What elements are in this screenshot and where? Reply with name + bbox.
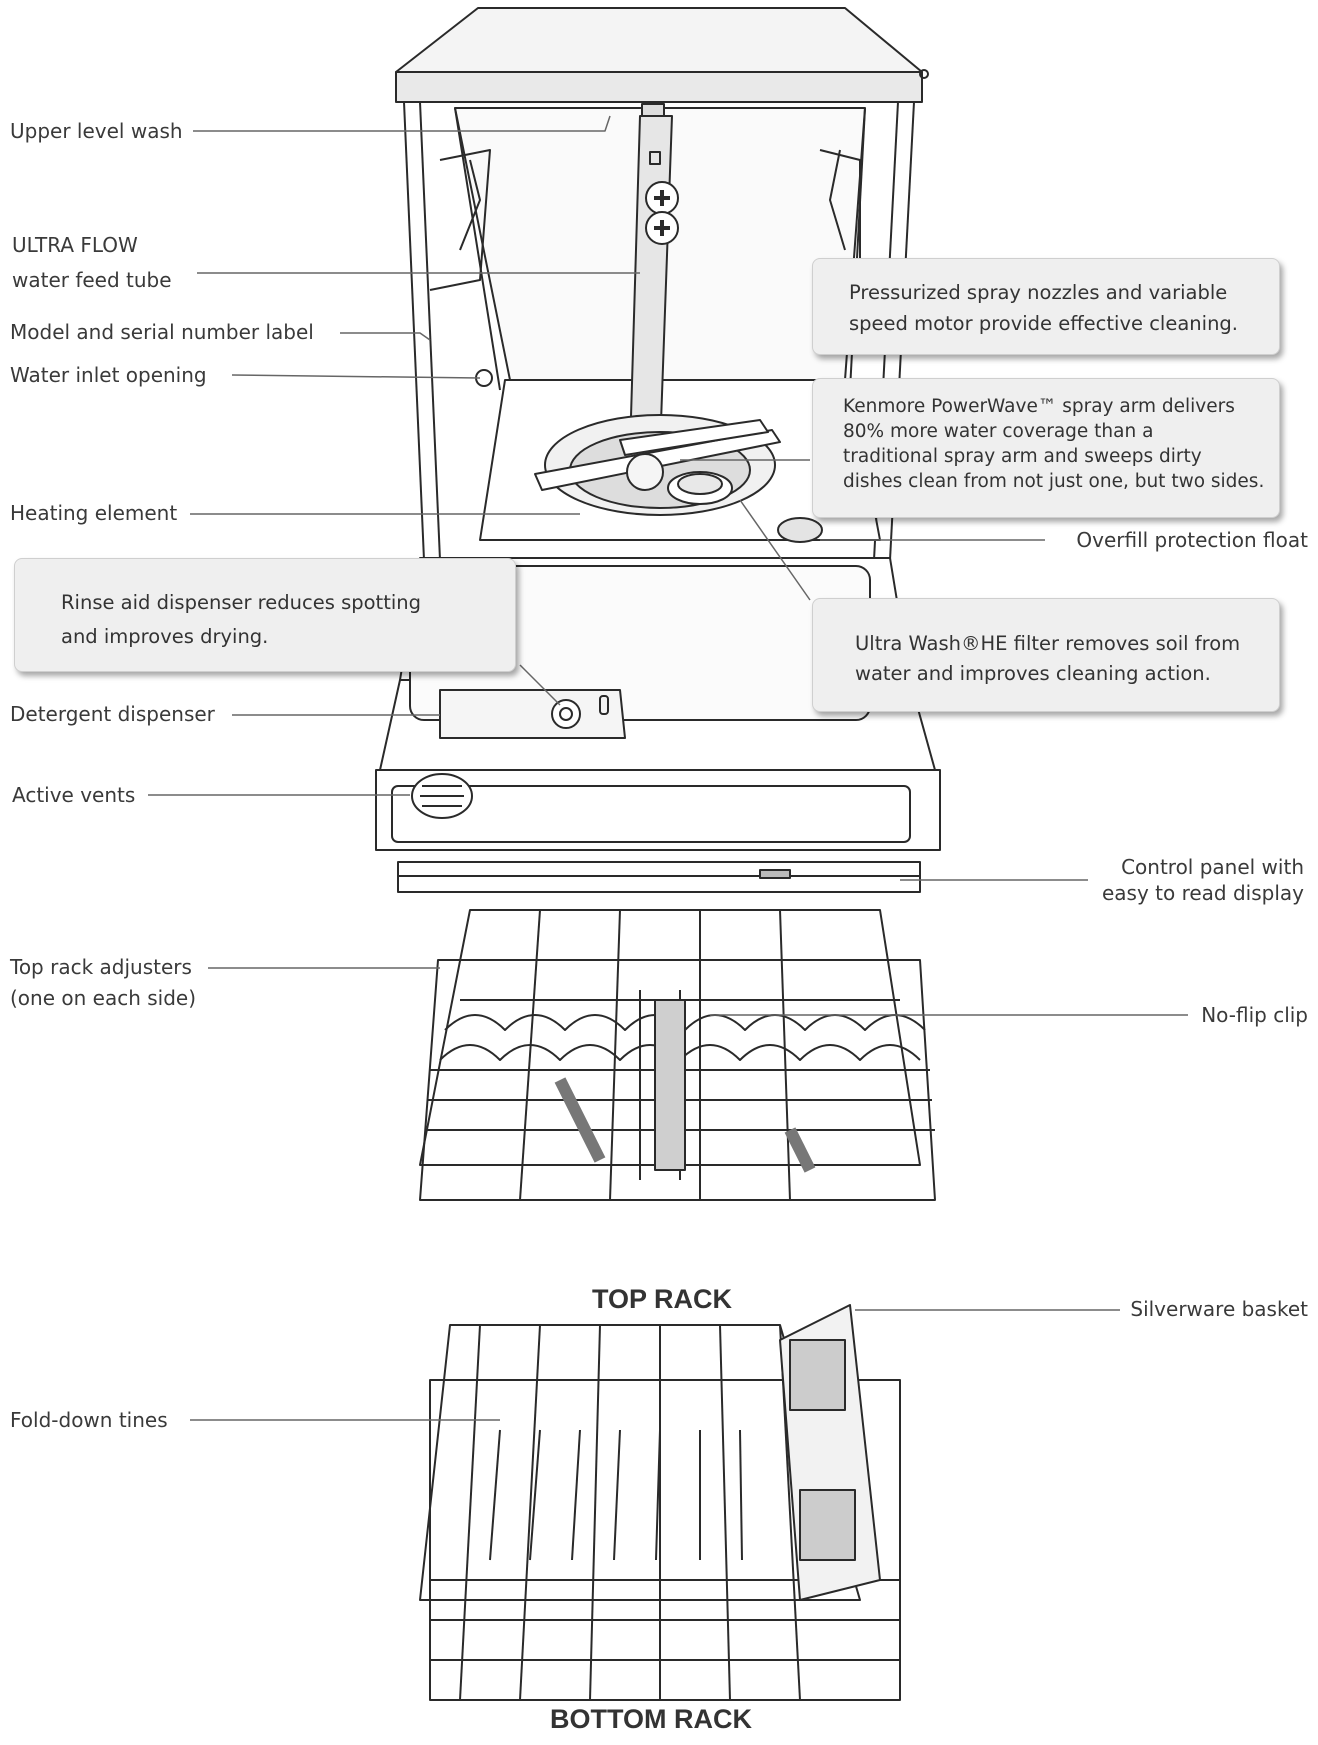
callout-ultra-wash-line-2: water and improves cleaning action.	[855, 662, 1211, 685]
label-silverware-basket: Silverware basket	[1130, 1297, 1308, 1321]
callout-spray-nozzles-line-1: Pressurized spray nozzles and variable	[849, 281, 1228, 304]
label-ultra-flow-line-1: ULTRA FLOW	[12, 233, 138, 257]
label-no-flip-clip: No-flip clip	[1201, 1003, 1308, 1027]
detergent-dispenser	[439, 689, 626, 739]
callout-powerwave-line-2: 80% more water coverage than a	[843, 421, 1154, 442]
callout-ultra-wash: Ultra Wash®HE filter removes soil from w…	[812, 598, 1280, 712]
label-overfill-float: Overfill protection float	[1076, 528, 1308, 552]
powerwave-spray-arm	[534, 414, 781, 516]
callout-powerwave-line-4: dishes clean from not just one, but two …	[843, 471, 1265, 492]
bottom-rack-title: BOTTOM RACK	[550, 1704, 752, 1734]
callout-powerwave-line-1: Kenmore PowerWave™ spray arm delivers	[843, 396, 1235, 417]
label-top-rack-adjusters-line-2: (one on each side)	[10, 986, 197, 1010]
active-vent	[411, 773, 473, 819]
label-water-inlet: Water inlet opening	[10, 363, 207, 387]
callout-rinse-aid-line-2: and improves drying.	[61, 625, 269, 648]
label-active-vents: Active vents	[12, 783, 136, 807]
label-ultra-flow-line-2: water feed tube	[12, 268, 172, 292]
callout-spray-nozzles: Pressurized spray nozzles and variable s…	[812, 258, 1280, 355]
leader-lines	[148, 115, 1188, 1421]
water-feed-tube	[629, 103, 679, 451]
silverware-basket-shape	[779, 1304, 881, 1601]
label-upper-level-wash: Upper level wash	[10, 119, 183, 143]
callout-powerwave-line-3: traditional spray arm and sweeps dirty	[843, 446, 1202, 467]
label-fold-down-tines: Fold-down tines	[10, 1408, 168, 1432]
label-top-rack-adjusters-line-1: Top rack adjusters	[10, 955, 192, 979]
callout-ultra-wash-line-1: Ultra Wash®HE filter removes soil from	[855, 632, 1241, 655]
ultra-wash-filter	[667, 471, 733, 505]
label-heating-element: Heating element	[10, 501, 178, 525]
overfill-float	[777, 517, 823, 543]
label-control-panel-line-1: Control panel with	[1121, 855, 1304, 879]
top-rack	[419, 909, 936, 1201]
label-model-serial: Model and serial number label	[10, 320, 314, 344]
bottom-rack	[419, 1304, 901, 1701]
callout-rinse-aid-line-1: Rinse aid dispenser reduces spotting	[61, 591, 421, 614]
label-control-panel-line-2: easy to read display	[1101, 881, 1304, 905]
callout-powerwave: Kenmore PowerWave™ spray arm delivers 80…	[812, 378, 1280, 518]
top-rack-title: TOP RACK	[592, 1284, 733, 1314]
callout-spray-nozzles-line-2: speed motor provide effective cleaning.	[849, 312, 1239, 335]
callout-rinse-aid: Rinse aid dispenser reduces spotting and…	[14, 558, 516, 672]
label-detergent-dispenser: Detergent dispenser	[10, 702, 215, 726]
